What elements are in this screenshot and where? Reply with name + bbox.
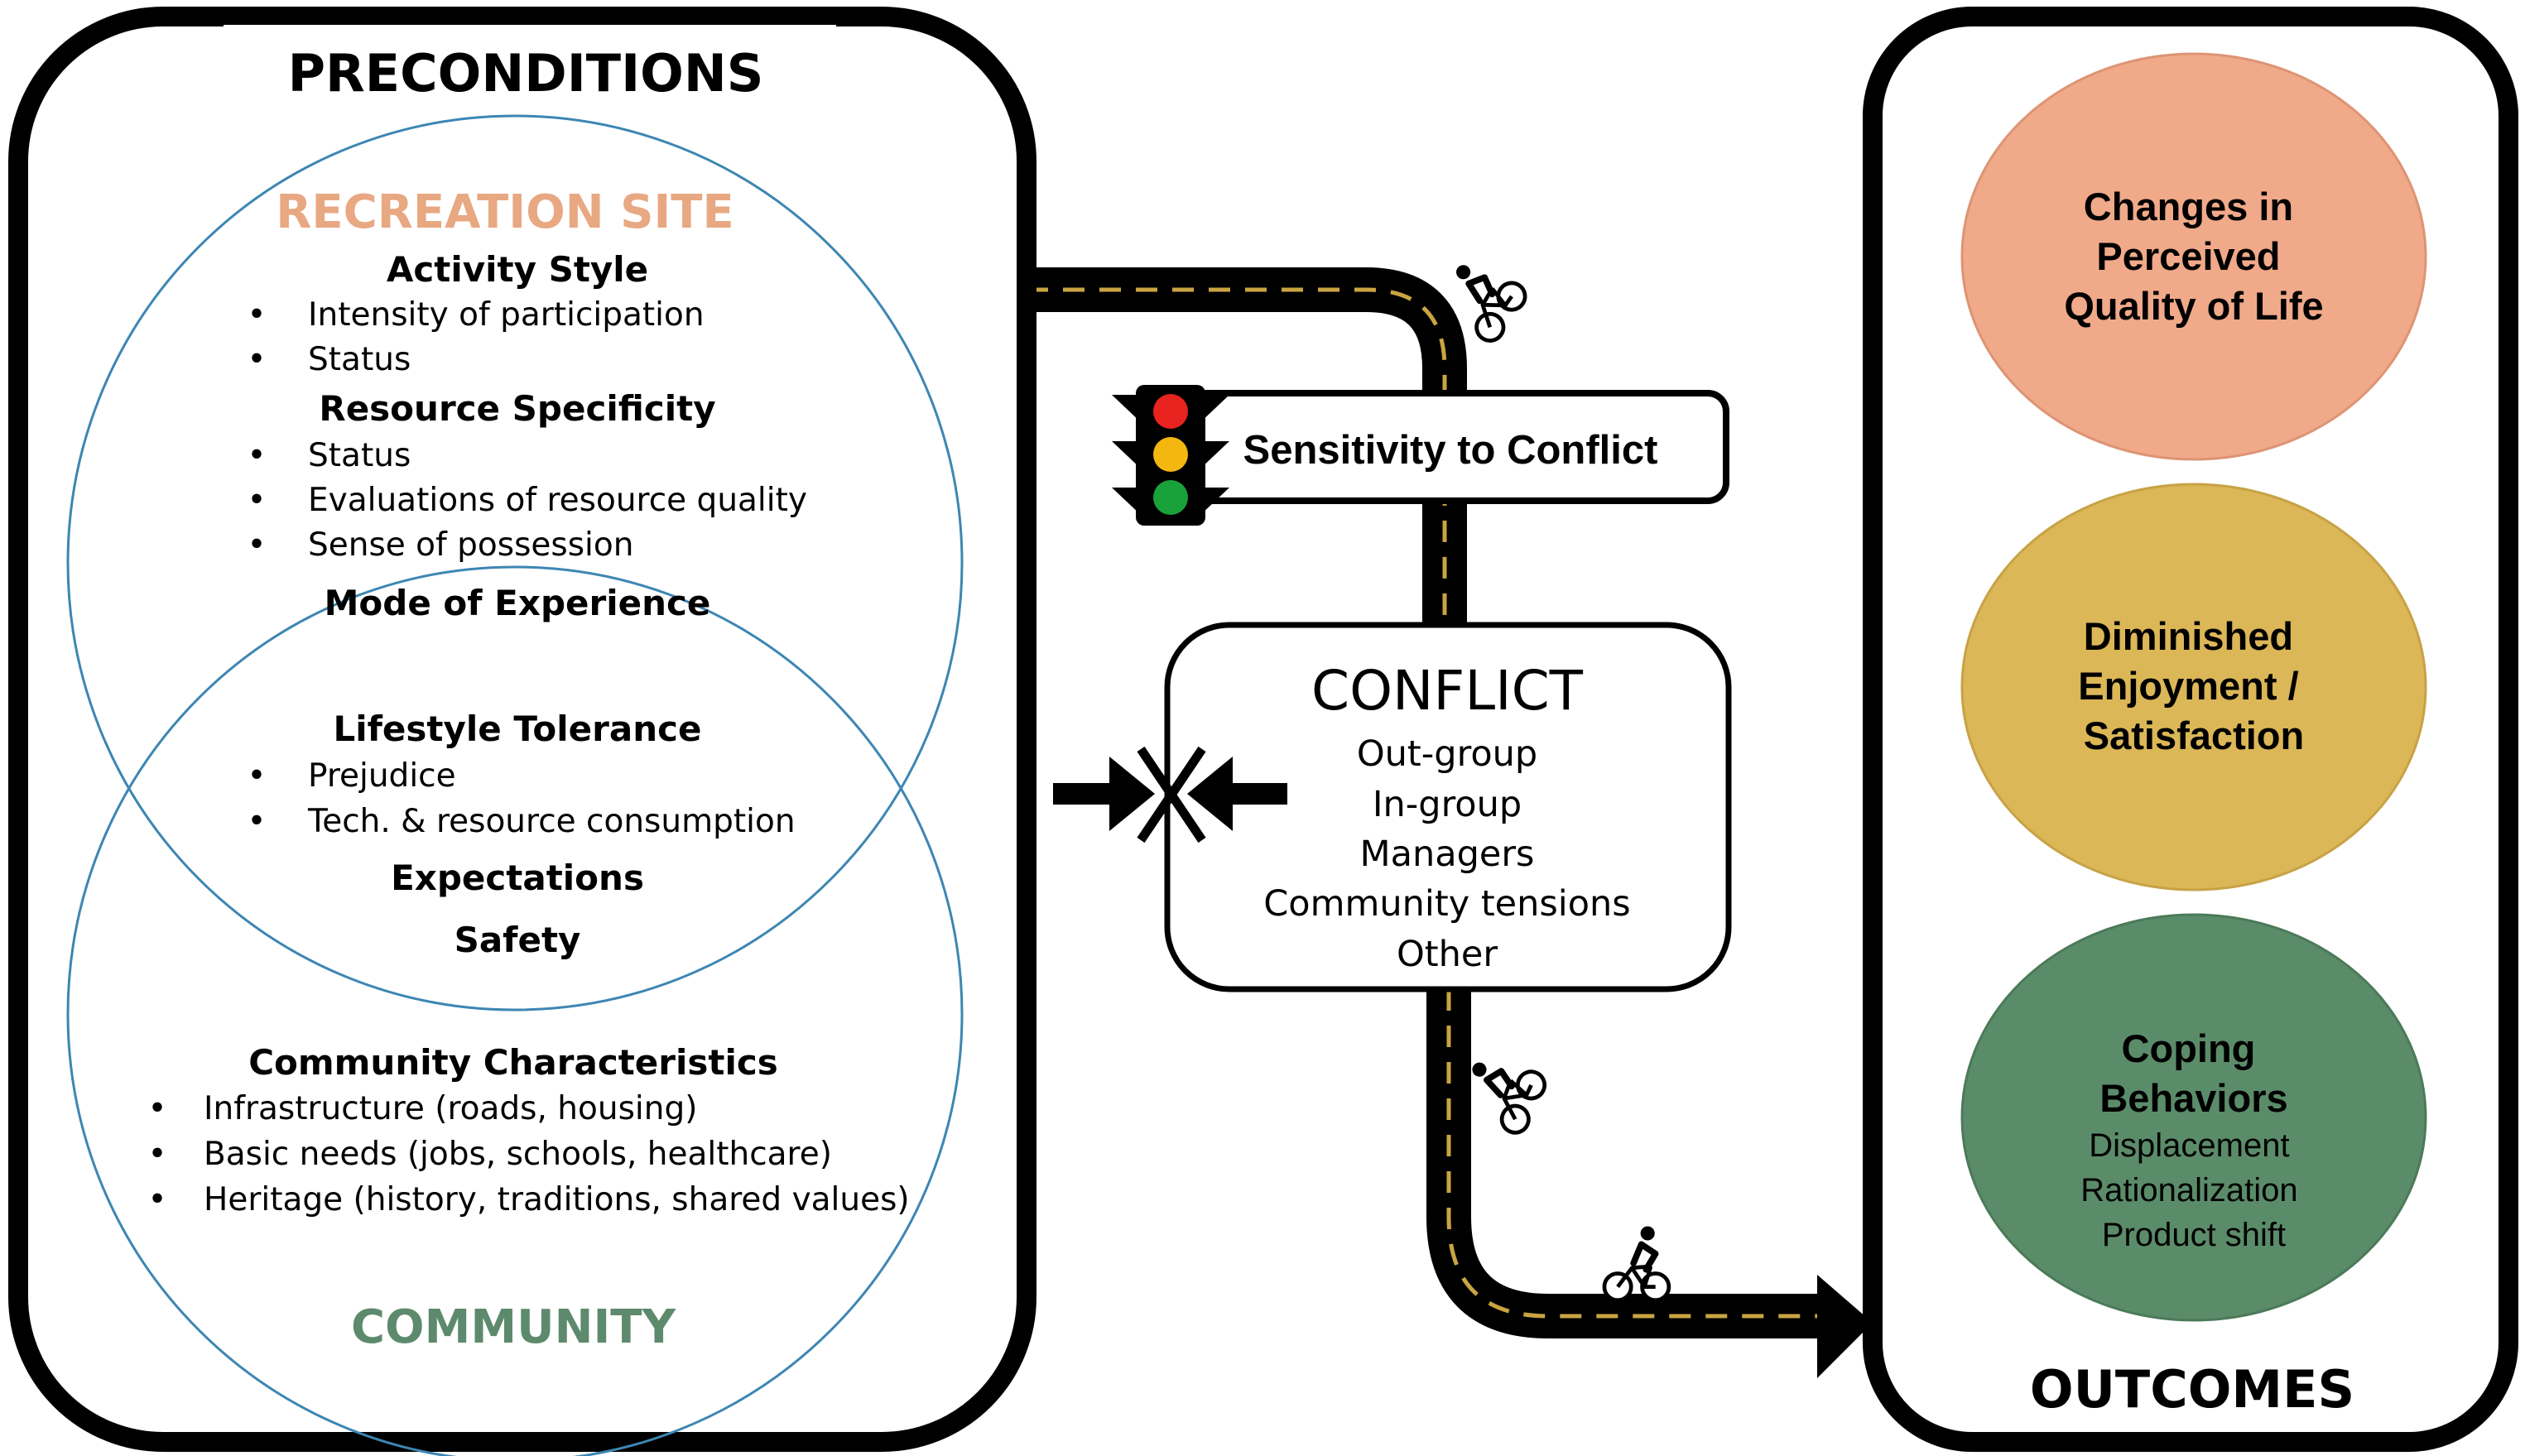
sensitivity-to-conflict: Sensitivity to Conflict (1112, 385, 1729, 526)
outcome-circle-quality-of-life (1960, 52, 2427, 461)
community-characteristics-item: Heritage (history, traditions, shared va… (204, 1181, 910, 1218)
resource-specificity-item: Sense of possession (308, 526, 633, 564)
conflict-item: Community tensions (1263, 883, 1630, 925)
resource-specificity-item: Status (308, 437, 411, 474)
lifestyle-tolerance-item: Tech. & resource consumption (307, 803, 796, 840)
bullet-dot: • (247, 803, 266, 840)
lifestyle-tolerance-heading: Lifestyle Tolerance (333, 709, 701, 749)
recreation-site-circle (66, 114, 964, 1012)
community-characteristics-item: Basic needs (jobs, schools, healthcare) (204, 1136, 832, 1173)
bullet-dot: • (247, 437, 266, 474)
community-characteristics-item: Infrastructure (roads, housing) (204, 1090, 697, 1127)
community-characteristics-heading: Community Characteristics (248, 1042, 778, 1083)
traffic-light-icon (1112, 385, 1229, 526)
recreation-site-label: RECREATION SITE (276, 185, 733, 239)
outcome-circle-coping-behaviors (1960, 913, 2427, 1322)
mode-of-experience-heading: Mode of Experience (325, 583, 711, 623)
community-label: COMMUNITY (351, 1300, 677, 1354)
bullet-dot: • (247, 757, 266, 795)
bullet-dot: • (147, 1136, 166, 1173)
outcome-title-coping-behaviors: Coping Behaviors (2099, 1026, 2287, 1120)
outcome-title-diminished-enjoyment: Diminished Enjoyment / Satisfaction (2078, 614, 2309, 757)
conflict-item: Other (1397, 934, 1498, 975)
conflict-title: CONFLICT (1311, 659, 1584, 723)
sensitivity-label: Sensitivity to Conflict (1243, 428, 1658, 473)
safety-heading: Safety (454, 920, 581, 960)
activity-style-heading: Activity Style (387, 249, 648, 290)
road (1027, 267, 1873, 1378)
bullet-dot: • (247, 341, 266, 378)
bullet-dot: • (247, 526, 266, 564)
activity-style-item: Intensity of participation (308, 296, 705, 334)
clash-arrows-icon (1053, 746, 1287, 843)
outcome-title-quality-of-life: Changes in Perceived Quality of Life (2064, 185, 2323, 328)
conflict-item: In-group (1373, 784, 1522, 825)
activity-style-item: Status (308, 341, 411, 378)
outcomes-panel: OUTCOMES Changes in Perceived Quality of… (1863, 7, 2518, 1452)
preconditions-border (8, 7, 1036, 1452)
outcomes-title: OUTCOMES (2030, 1359, 2354, 1420)
preconditions-title: PRECONDITIONS (288, 43, 764, 103)
bullet-dot: • (147, 1090, 166, 1127)
outcome-sublist-coping-behaviors: Displacement Rationalization Product shi… (2080, 1127, 2307, 1253)
lifestyle-tolerance-item: Prejudice (308, 757, 456, 795)
bullet-dot: • (247, 482, 266, 519)
resource-specificity-item: Evaluations of resource quality (308, 482, 807, 519)
resource-specificity-heading: Resource Specificity (319, 388, 715, 429)
cyclist-icon (1604, 1226, 1669, 1300)
preconditions-panel: PRECONDITIONS RECREATION SITE Activity S… (8, 7, 1036, 1456)
bullet-dot: • (247, 296, 266, 334)
conflict-panel: CONFLICT Out-group In-group Managers Com… (1164, 622, 1732, 992)
bullet-dot: • (147, 1181, 166, 1218)
conflict-item: Managers (1360, 834, 1535, 875)
outcome-circle-diminished-enjoyment (1960, 483, 2427, 891)
community-circle (66, 565, 964, 1456)
expectations-heading: Expectations (391, 858, 644, 898)
conflict-item: Out-group (1357, 733, 1537, 775)
road-arrowhead (1817, 1275, 1873, 1378)
